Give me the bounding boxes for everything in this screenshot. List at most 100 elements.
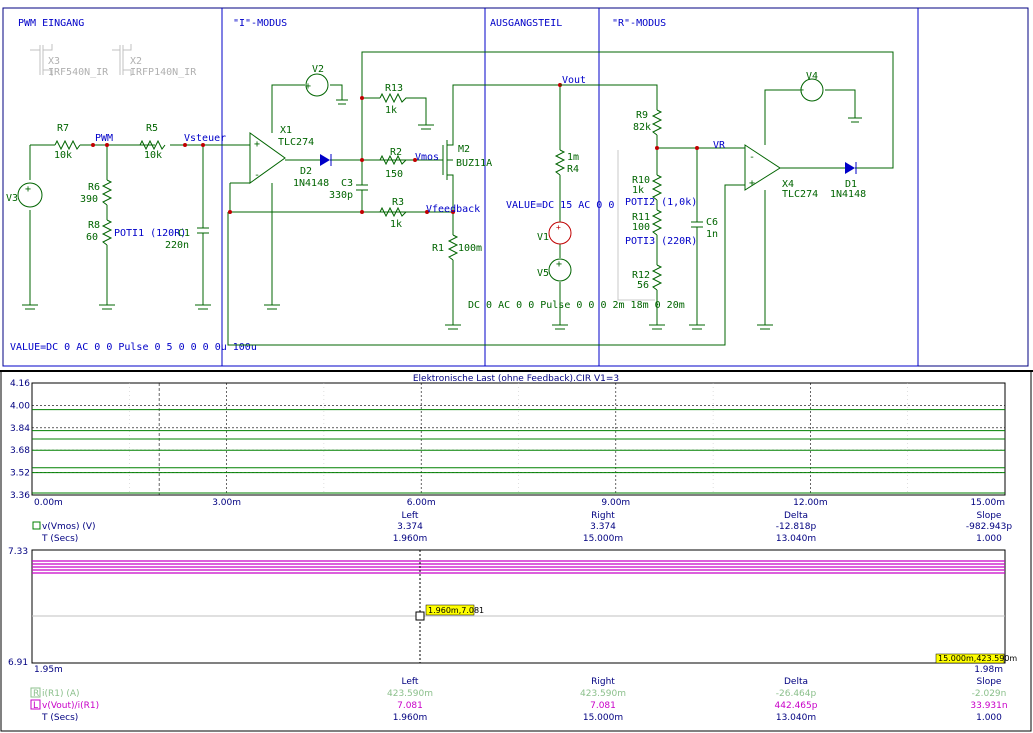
- section-pwm-eingang: PWM EINGANG: [18, 18, 84, 29]
- svg-text:+: +: [556, 223, 561, 232]
- d1-ref: D1: [845, 179, 857, 190]
- p1-row0-delta: -12.818p: [776, 522, 817, 532]
- plot1-x-tick-label: 12.00m: [793, 498, 828, 508]
- r13-ref: R13: [385, 83, 403, 94]
- source-v2[interactable]: +: [305, 73, 329, 97]
- schematic-canvas[interactable]: PWM EINGANG "I"-MODUS AUSGANGSTEIL "R"-M…: [0, 0, 1033, 370]
- resistor-r7[interactable]: [54, 139, 81, 151]
- p1-row0-label: v(Vmos) (V): [42, 522, 96, 532]
- p2-row1-delta: 442.465p: [775, 701, 818, 711]
- p2-header-delta: Delta: [784, 677, 808, 687]
- p2-row1-slope: 33.931n: [970, 701, 1007, 711]
- node-vmos: Vmos: [415, 152, 439, 163]
- p2-row2-label: T (Secs): [41, 713, 78, 723]
- node-vfeedback: Vfeedback: [426, 204, 480, 215]
- resistor-r8[interactable]: [101, 219, 113, 246]
- resistor-r3[interactable]: [379, 206, 410, 218]
- analysis-plot-window[interactable]: Elektronische Last (ohne Feedback).CIR V…: [0, 370, 1033, 733]
- resistor-r13[interactable]: [379, 92, 410, 104]
- r8-value: 60: [86, 232, 98, 243]
- resistor-r6[interactable]: [101, 179, 113, 206]
- opamp-x1[interactable]: + -: [249, 132, 286, 184]
- p2-row2-right: 15.000m: [583, 713, 623, 723]
- plot2-frame[interactable]: [31, 549, 1006, 664]
- wires-ausgangsteil: [552, 85, 568, 330]
- r9-value: 82k: [633, 122, 651, 133]
- r3-ref: R3: [392, 197, 404, 208]
- r12-ref: R12: [632, 270, 650, 281]
- x1-name: TLC274: [278, 137, 314, 148]
- ghost-part-x3[interactable]: [30, 44, 53, 76]
- d1-name: 1N4148: [830, 189, 866, 200]
- v5-value: DC 0 AC 0 0 Pulse 0 0 0 2m 18m 0 20m: [468, 300, 685, 311]
- p2-row1-marker[interactable]: [30, 699, 41, 710]
- source-v1[interactable]: +: [548, 221, 572, 245]
- r6-value: 390: [80, 194, 98, 205]
- r9-ref: R9: [636, 110, 648, 121]
- poti1-label: POTI1 (120R): [114, 228, 186, 239]
- p1-row0-slope: -982.943p: [966, 522, 1012, 532]
- c3-value: 330p: [329, 190, 353, 201]
- poti2-label: POTI2 (1,0k): [625, 197, 697, 208]
- diode-d2[interactable]: [320, 154, 332, 166]
- node-vsteuer: Vsteuer: [184, 133, 226, 144]
- p1-header-left: Left: [402, 511, 419, 521]
- source-v4[interactable]: +: [798, 78, 824, 102]
- p2-row0-marker[interactable]: [30, 687, 41, 698]
- c3-ref: C3: [341, 178, 353, 189]
- plot2-cursor-handle[interactable]: [415, 611, 425, 621]
- junction-dot: [360, 158, 364, 162]
- p1-series-marker[interactable]: [32, 521, 41, 530]
- plot1-x-tick-label: 9.00m: [601, 498, 630, 508]
- p2-row0-label: i(R1) (A): [42, 689, 80, 699]
- resistor-r12[interactable]: [651, 264, 663, 291]
- x4-name: TLC274: [782, 189, 818, 200]
- junction-dot: [105, 143, 109, 147]
- resistor-r4[interactable]: [554, 149, 566, 176]
- diode-d1[interactable]: [845, 162, 857, 174]
- p1-header-delta: Delta: [784, 511, 808, 521]
- junction-dot: [228, 210, 232, 214]
- c6-ref: C6: [706, 217, 718, 228]
- r11-ref: R11: [632, 212, 650, 223]
- plot2[interactable]: 7.33 6.91 1.960m,7.081 15.000m,423.590m …: [8, 547, 1017, 675]
- p2-row1-right: 7.081: [590, 701, 616, 711]
- p1-header-slope: Slope: [977, 511, 1002, 521]
- mosfet-m2[interactable]: [415, 130, 454, 190]
- plot1-x-tick-label: 3.00m: [212, 498, 241, 508]
- resistor-r2[interactable]: [379, 154, 407, 166]
- junction-dot: [413, 158, 417, 162]
- svg-text:+: +: [254, 139, 260, 150]
- ghost-part-x2[interactable]: [112, 44, 132, 76]
- r1-ref: R1: [432, 243, 444, 254]
- r2-value: 150: [385, 169, 403, 180]
- p1-row1-left: 1.960m: [393, 534, 428, 544]
- resistor-r1[interactable]: [447, 234, 459, 261]
- p2-row2-delta: 13.040m: [776, 713, 816, 723]
- r5-value: 10k: [144, 150, 162, 161]
- opamp-x4[interactable]: - +: [744, 144, 781, 191]
- r7-value: 10k: [54, 150, 72, 161]
- v1-value: VALUE=DC 15 AC 0 0: [506, 200, 614, 211]
- resistor-r11[interactable]: [651, 209, 663, 236]
- plot1-y-tick-label: 4.16: [10, 379, 30, 389]
- junction-dot: [451, 210, 455, 214]
- p2-row0-left: 423.590m: [387, 689, 433, 699]
- junction-dot: [655, 146, 659, 150]
- resistor-r9[interactable]: [651, 109, 663, 136]
- source-v3[interactable]: +: [17, 182, 43, 208]
- resistor-r5[interactable]: [139, 139, 166, 151]
- c6-value: 1n: [706, 229, 718, 240]
- p2-row0-delta: -26.464p: [776, 689, 817, 699]
- p1-row0-left: 3.374: [397, 522, 423, 532]
- wires-r-modus: [560, 84, 893, 330]
- r7-ref: R7: [57, 123, 69, 134]
- plot1-x-tick-label: 15.00m: [970, 498, 1005, 508]
- section-r-modus: "R"-MODUS: [612, 18, 666, 29]
- source-v5[interactable]: +: [548, 258, 572, 282]
- plot2-y-top: 7.33: [8, 547, 28, 557]
- junction-dot: [91, 143, 95, 147]
- plot1-x-tick-label: 6.00m: [407, 498, 436, 508]
- resistor-r10[interactable]: [651, 174, 663, 201]
